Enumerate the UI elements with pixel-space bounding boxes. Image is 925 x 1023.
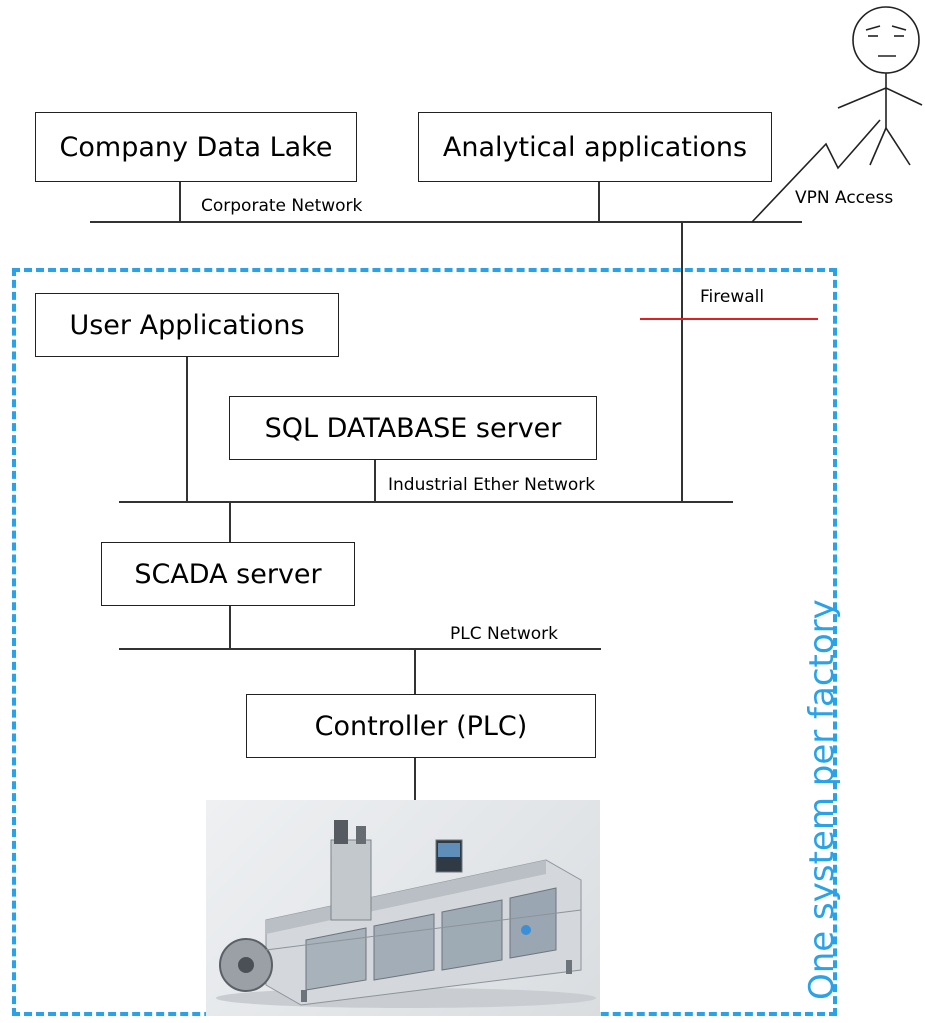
firewall-label: Firewall bbox=[700, 287, 765, 307]
packaging-machine-image bbox=[206, 800, 600, 1016]
company-data-lake-box[interactable]: Company Data Lake bbox=[35, 112, 357, 182]
corporate-network-line bbox=[90, 221, 802, 223]
industrial-network-label: Industrial Ether Network bbox=[388, 475, 596, 495]
firewall-line bbox=[640, 318, 818, 320]
user-apps-connector bbox=[186, 357, 188, 502]
analytics-connector bbox=[598, 182, 600, 222]
industrial-network-line bbox=[119, 501, 733, 503]
machine-connector bbox=[414, 758, 416, 800]
analytical-applications-box[interactable]: Analytical applications bbox=[418, 112, 772, 182]
uplink-connector bbox=[681, 222, 683, 502]
corporate-network-label: Corporate Network bbox=[201, 196, 363, 216]
sql-database-server-box[interactable]: SQL DATABASE server bbox=[229, 396, 597, 460]
sql-server-connector bbox=[374, 460, 376, 502]
user-applications-box[interactable]: User Applications bbox=[35, 293, 339, 357]
vpn-link-line bbox=[751, 119, 881, 223]
vpn-access-label: VPN Access bbox=[795, 188, 894, 208]
machine-illustration bbox=[216, 820, 596, 1008]
plc-network-line bbox=[119, 648, 601, 650]
scada-downlink-connector bbox=[229, 606, 231, 649]
plc-connector bbox=[414, 649, 416, 694]
plc-network-label: PLC Network bbox=[450, 624, 558, 644]
scada-server-box[interactable]: SCADA server bbox=[101, 542, 355, 606]
data-lake-connector bbox=[179, 182, 181, 222]
scada-uplink-connector bbox=[229, 502, 231, 542]
stick-figure-icon bbox=[837, 6, 923, 166]
controller-plc-box[interactable]: Controller (PLC) bbox=[246, 694, 596, 758]
